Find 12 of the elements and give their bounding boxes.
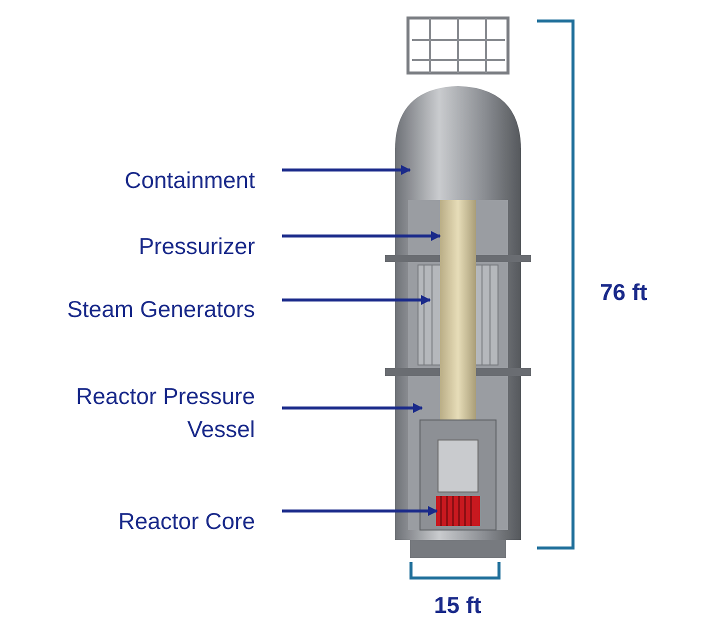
dimension-label: 76 ft <box>600 279 648 306</box>
part-label: Steam Generators <box>5 292 255 326</box>
part-label: Containment <box>5 164 255 196</box>
leader-line <box>282 231 441 241</box>
part-label: Reactor Pressure Vessel <box>5 380 255 446</box>
leader-line <box>282 506 438 516</box>
part-label: Reactor Core <box>5 504 255 538</box>
part-label: Pressurizer <box>5 230 255 262</box>
leader-line <box>282 165 411 175</box>
dimension-label: 15 ft <box>434 592 482 619</box>
leader-line <box>282 295 431 305</box>
leader-line <box>282 403 423 413</box>
